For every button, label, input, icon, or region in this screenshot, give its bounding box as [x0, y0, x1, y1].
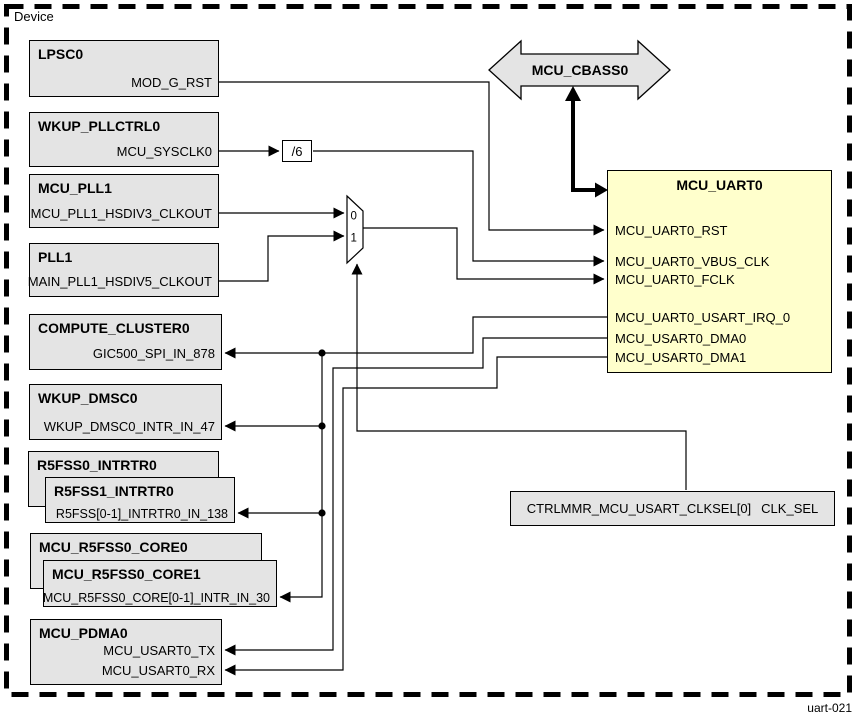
wire-div6-to-vbus-clk: [313, 150, 605, 267]
module-title: MCU_UART0: [676, 177, 763, 193]
wire-clksel-to-mux: [351, 263, 687, 490]
clock-divider-label: /6: [291, 143, 303, 159]
port-clk-sel: CLK_SEL: [761, 501, 819, 516]
device-label: Device: [14, 9, 54, 24]
module-wkup-pllctrl0: WKUP_PLLCTRL0 MCU_SYSCLK0: [29, 112, 219, 167]
clock-divider-box: /6: [282, 140, 312, 162]
port-mcu-uart0-vbus-clk: MCU_UART0_VBUS_CLK: [615, 254, 770, 269]
wire-main-pll1-to-mux1: [219, 230, 345, 282]
module-mcu-pll1: MCU_PLL1 MCU_PLL1_HSDIV3_CLKOUT: [29, 174, 219, 228]
module-compute-cluster0: COMPUTE_CLUSTER0 GIC500_SPI_IN_878: [29, 314, 222, 370]
arrow-into-uart0: [595, 182, 608, 198]
module-mcu-pdma0: MCU_PDMA0 MCU_USART0_TX MCU_USART0_RX: [30, 619, 222, 685]
module-pll1: PLL1 MAIN_PLL1_HSDIV5_CLKOUT: [27, 243, 219, 297]
module-title: COMPUTE_CLUSTER0: [38, 320, 190, 336]
module-mcu-uart0: MCU_UART0 MCU_UART0_RST MCU_UART0_VBUS_C…: [607, 170, 832, 373]
port-mcu-sysclk0: MCU_SYSCLK0: [116, 144, 212, 159]
module-title: PLL1: [38, 249, 73, 265]
port-mod-g-rst: MOD_G_RST: [131, 75, 212, 90]
port-mcu-usart0-dma0: MCU_USART0_DMA0: [615, 331, 747, 346]
port-mcu-usart0-tx: MCU_USART0_TX: [103, 643, 215, 658]
junction-dot: [318, 509, 326, 517]
wire-irq-trunk-to-core1: [279, 353, 323, 603]
mux-input0-label: 0: [351, 211, 357, 223]
wire-uart0-to-cbass0: [571, 98, 595, 192]
module-title: MCU_R5FSS0_CORE1: [52, 566, 201, 582]
port-mcu-uart0-usart-irq-0: MCU_UART0_USART_IRQ_0: [615, 310, 791, 325]
module-ctrlmmr-clksel: CTRLMMR_MCU_USART_CLKSEL[0] CLK_SEL: [510, 491, 835, 526]
bus-mcu-cbass0-shape: [488, 39, 671, 101]
port-mcu-uart0-fclk: MCU_UART0_FCLK: [615, 272, 735, 287]
module-title: R5FSS0_INTRTR0: [37, 457, 157, 473]
clock-mux: [346, 194, 364, 265]
port-main-pll1-hsdiv5-clkout: MAIN_PLL1_HSDIV5_CLKOUT: [27, 274, 212, 289]
ctrlmmr-register-name: CTRLMMR_MCU_USART_CLKSEL[0]: [526, 501, 752, 516]
wire-irq-to-compute-cluster0: [224, 316, 607, 359]
module-title: WKUP_PLLCTRL0: [38, 118, 161, 134]
module-title: MCU_PLL1: [38, 180, 112, 196]
port-mcu-pll1-hsdiv3-clkout: MCU_PLL1_HSDIV3_CLKOUT: [30, 206, 212, 221]
wire-mux-to-fclk: [363, 227, 605, 285]
port-mcu-usart0-rx: MCU_USART0_RX: [101, 663, 215, 678]
port-wkup-dmsc0-intr-in-47: WKUP_DMSC0_INTR_IN_47: [43, 419, 215, 434]
device-boundary: [4, 4, 852, 697]
junction-dot: [318, 422, 326, 430]
module-r5fss1-intrtr0: R5FSS1_INTRTR0 R5FSS[0-1]_INTRTR0_IN_138: [45, 477, 235, 523]
module-lpsc0: LPSC0 MOD_G_RST: [29, 40, 219, 97]
port-gic500-spi-in-878: GIC500_SPI_IN_878: [92, 346, 215, 361]
junction-dot: [318, 349, 326, 357]
figure-id-label: uart-021: [807, 701, 852, 715]
bus-mcu-cbass0-label: MCU_CBASS0: [531, 62, 629, 78]
module-title: R5FSS1_INTRTR0: [54, 483, 174, 499]
port-r5fss-intrtr0-in-138: R5FSS[0-1]_INTRTR0_IN_138: [55, 507, 228, 521]
module-title: MCU_R5FSS0_CORE0: [39, 539, 188, 555]
module-mcu-r5fss0-core1: MCU_R5FSS0_CORE1 MCU_R5FSS0_CORE[0-1]_IN…: [43, 560, 277, 607]
module-title: WKUP_DMSC0: [38, 390, 138, 406]
wire-mod-g-rst: [219, 81, 605, 236]
module-title: LPSC0: [38, 46, 84, 62]
wire-dma0-to-pdma-tx: [224, 337, 607, 656]
wire-dma1-to-pdma-rx: [224, 356, 607, 676]
arrow-up-to-cbass0: [565, 86, 581, 101]
module-title: MCU_PDMA0: [39, 625, 128, 641]
port-mcu-usart0-dma1: MCU_USART0_DMA1: [615, 350, 747, 365]
port-mcu-r5fss0-core-intr-in-30: MCU_R5FSS0_CORE[0-1]_INTR_IN_30: [42, 591, 270, 605]
mux-input1-label: 1: [351, 233, 357, 245]
port-mcu-uart0-rst: MCU_UART0_RST: [615, 223, 728, 238]
module-wkup-dmsc0: WKUP_DMSC0 WKUP_DMSC0_INTR_IN_47: [29, 384, 222, 440]
